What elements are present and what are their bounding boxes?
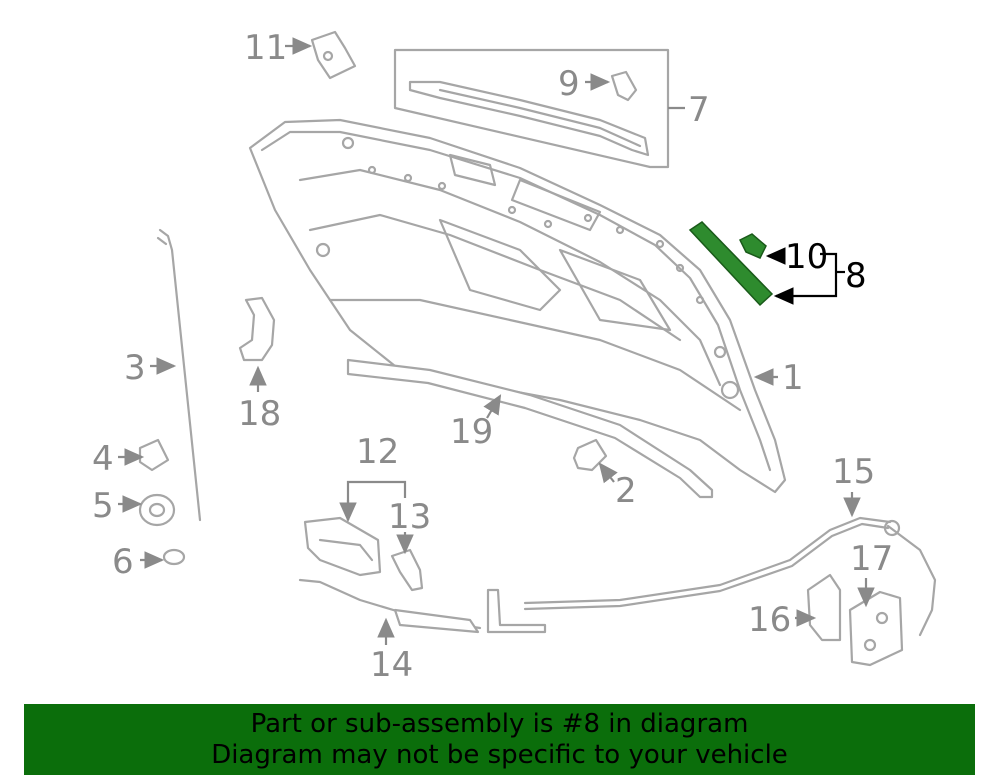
- hood-seal-part-19: [346, 358, 714, 499]
- bracket-part-18: [238, 296, 276, 362]
- clip-part-9: [610, 70, 638, 102]
- callout-18: 18: [238, 394, 281, 434]
- callout-3: 3: [124, 348, 146, 388]
- banner-line-2: Diagram may not be specific to your vehi…: [211, 740, 788, 770]
- callout-10: 10: [785, 237, 828, 277]
- clip-part-10: [738, 233, 767, 259]
- bracket-part-16: [806, 573, 842, 642]
- parts-diagram: 11 9 7 10 8 1 3 18 19 4 12 15 2 5 13 6 1…: [92, 28, 937, 685]
- callout-19: 19: [450, 412, 493, 452]
- bumper-part-2: [572, 438, 608, 472]
- callout-2: 2: [615, 471, 637, 511]
- callout-8: 8: [845, 256, 867, 296]
- release-handle-part-14: [298, 578, 547, 634]
- callout-13: 13: [388, 497, 431, 537]
- banner-line-1: Part or sub-assembly is #8 in diagram: [250, 709, 749, 739]
- hood-panel-part: [248, 118, 787, 494]
- info-banner: Part or sub-assembly is #8 in diagram Di…: [24, 704, 975, 775]
- callout-17: 17: [850, 539, 893, 579]
- callout-11: 11: [244, 28, 287, 68]
- callout-1: 1: [782, 358, 804, 398]
- hood-rear-seal-part-8: [688, 221, 774, 307]
- callout-12: 12: [356, 432, 399, 472]
- callout-14: 14: [370, 645, 413, 685]
- latch-bracket-part-13: [390, 548, 424, 592]
- callout-5: 5: [92, 486, 114, 526]
- bracket-part-17: [848, 590, 904, 667]
- callout-6: 6: [112, 542, 134, 582]
- latch-part-12: [303, 516, 382, 577]
- hood-seal-kit-part: [393, 48, 670, 169]
- prop-rod-clip-part-4: [138, 438, 170, 472]
- callout-15: 15: [832, 452, 875, 492]
- plug-part-6: [162, 548, 186, 566]
- grommet-part-5: [138, 493, 176, 527]
- callout-labels: 11 9 7 10 8 1 3 18 19 4 12 15 2 5 13 6 1…: [92, 28, 893, 685]
- callout-4: 4: [92, 439, 114, 479]
- bracket-part-11: [310, 30, 357, 80]
- callout-9: 9: [558, 64, 580, 104]
- leader-lines: [118, 37, 875, 645]
- prop-rod-part-3: [156, 228, 202, 522]
- callout-7: 7: [688, 90, 710, 130]
- callout-16: 16: [748, 600, 791, 640]
- release-cable-part-15: [523, 516, 937, 637]
